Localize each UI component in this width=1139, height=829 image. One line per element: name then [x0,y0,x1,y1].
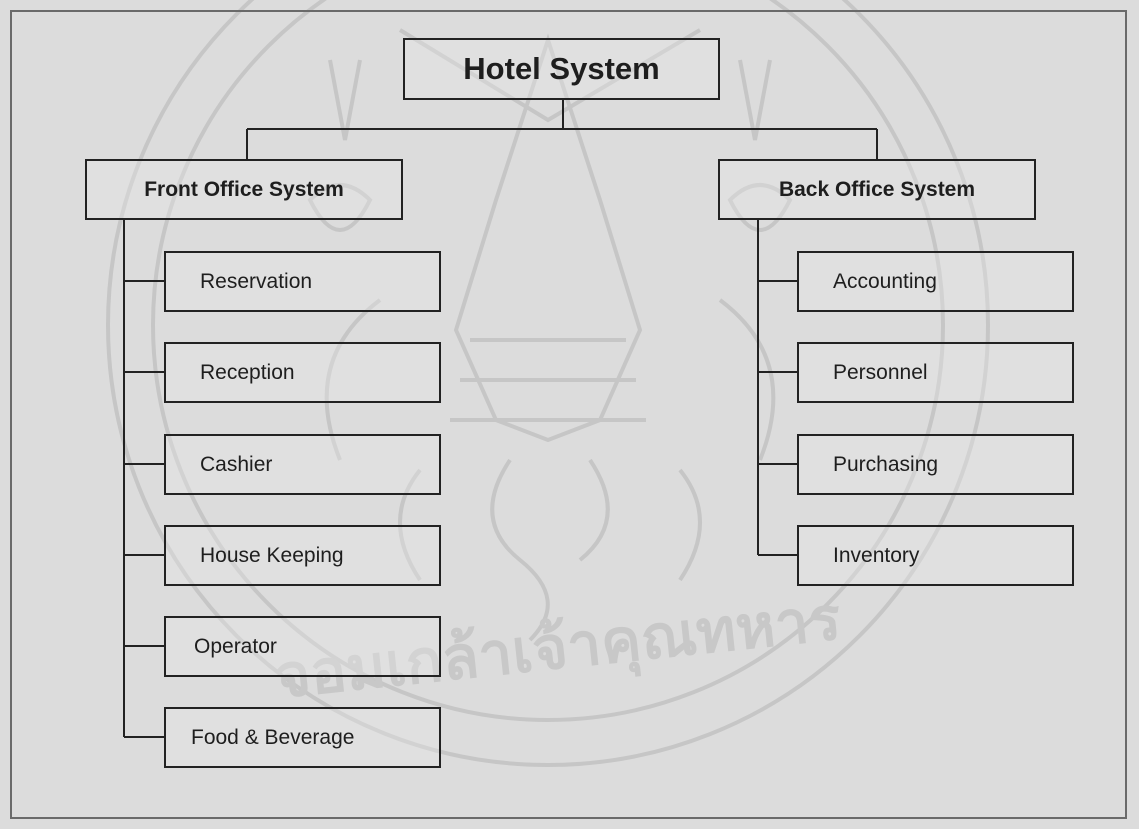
node-label: Personnel [833,360,928,384]
node-reservation: Reservation [164,251,441,312]
node-reception: Reception [164,342,441,403]
node-operator: Operator [164,616,441,677]
node-front-office-system: Front Office System [85,159,403,220]
node-label: Operator [194,634,277,658]
node-label: Hotel System [463,51,660,86]
node-back-office-system: Back Office System [718,159,1036,220]
node-purchasing: Purchasing [797,434,1074,495]
node-label: Front Office System [144,177,344,201]
node-cashier: Cashier [164,434,441,495]
node-label: Inventory [833,543,920,567]
node-label: House Keeping [200,543,344,567]
node-label: Purchasing [833,452,939,476]
node-personnel: Personnel [797,342,1074,403]
node-food-beverage: Food & Beverage [164,707,441,768]
node-label: Reception [200,360,295,384]
node-accounting: Accounting [797,251,1074,312]
node-label: Cashier [200,452,273,476]
node-label: Reservation [200,269,313,293]
diagram-border [10,10,1127,819]
node-hotel-system: Hotel System [403,38,720,100]
node-label: Accounting [833,269,937,293]
node-inventory: Inventory [797,525,1074,586]
node-label: Food & Beverage [191,725,355,749]
node-house-keeping: House Keeping [164,525,441,586]
node-label: Back Office System [778,177,976,201]
